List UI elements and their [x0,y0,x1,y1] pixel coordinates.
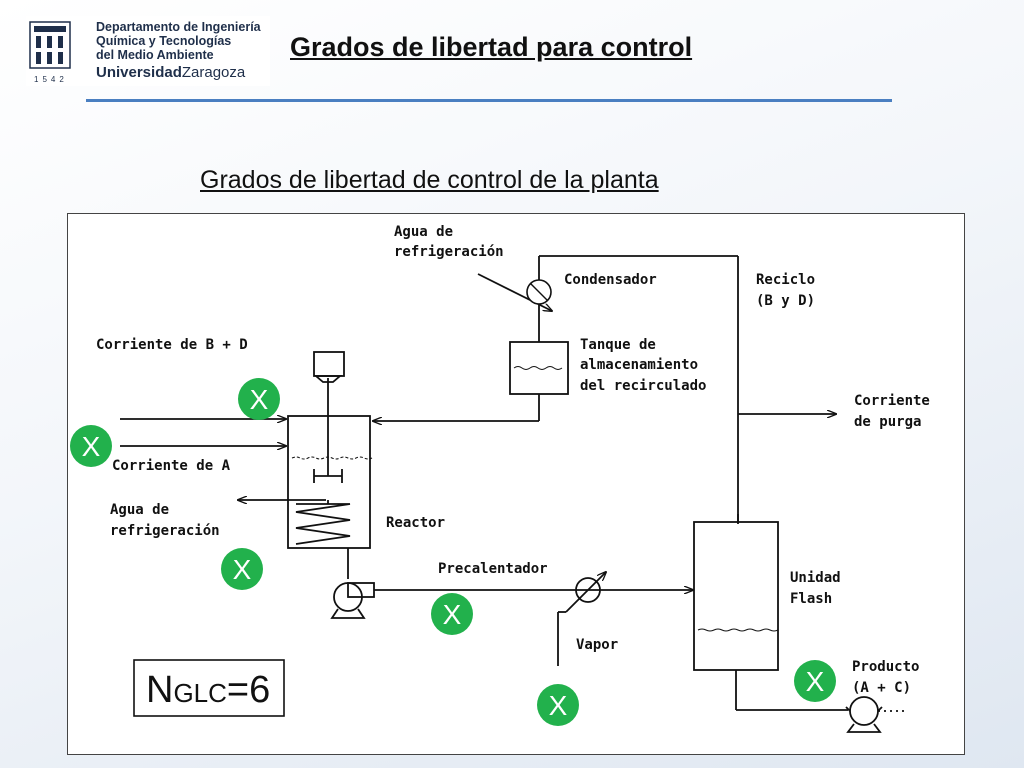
process-diagram: Agua de refrigeración Condensador Recicl… [67,213,965,755]
agitator-motor [313,351,345,377]
preheater-arrow [565,572,606,613]
label-producto-2: (A + C) [852,680,911,696]
dof-marker-cooling-water[interactable]: X [221,548,263,590]
flash-vessel [693,521,779,671]
label-reciclo-1: Reciclo [756,272,815,288]
label-agua-top-1: Agua de [394,224,453,240]
label-precalentador: Precalentador [438,561,548,577]
tank-level [513,366,563,370]
nglc-subscript: GLC [173,678,226,708]
dof-marker-feed-a[interactable]: X [70,425,112,467]
label-tanque-1: Tanque de [580,337,656,353]
agitator-coupling [313,375,343,383]
label-reactor: Reactor [386,515,445,531]
svg-text:NGLC=6: NGLC=6 [146,669,270,711]
dof-marker-steam[interactable]: X [537,684,579,726]
section-subtitle: Grados de libertad de control de la plan… [200,166,659,194]
label-corriente-a: Corriente de A [112,458,231,474]
label-purga-2: de purga [854,414,921,430]
pump-base [330,608,366,619]
preheater [575,577,601,603]
svg-text:X: X [443,599,462,630]
svg-text:X: X [250,384,269,415]
svg-text:X: X [549,690,568,721]
condenser-water-arrow [477,273,552,311]
label-tanque-3: del recirculado [580,378,706,394]
label-agua-top-2: refrigeración [394,244,504,260]
svg-text:X: X [233,554,252,585]
label-purga-1: Corriente [854,393,930,409]
cooling-coil [295,503,351,545]
label-unidad-2: Flash [790,591,832,607]
university-name: UniversidadZaragoza [96,64,246,81]
label-agua-left-2: refrigeración [110,523,220,539]
department-name: Departamento de Ingeniería Química y Tec… [96,20,261,84]
storage-tank [509,341,569,395]
label-tanque-2: almacenamiento [580,357,698,373]
svg-text:1542: 1542 [34,75,68,84]
reactor-vessel [287,415,371,549]
dof-marker-feed-bd[interactable]: X [238,378,280,420]
process-flowsheet: Agua de refrigeración Condensador Recicl… [70,224,930,733]
university-crest-icon: 1542 [29,21,71,84]
label-reciclo-2: (B y D) [756,293,815,309]
nglc-prefix: N [146,669,173,711]
nglc-value: =6 [227,669,270,711]
svg-text:X: X [806,666,825,697]
dof-marker-product[interactable]: X [794,660,836,702]
label-agua-left-1: Agua de [110,502,169,518]
label-producto-1: Producto [852,659,919,675]
label-vapor: Vapor [576,637,618,653]
university-logo: 1542 Departamento de Ingeniería Química … [26,16,270,86]
nglc-box: NGLC=6 [133,659,285,717]
label-condensador: Condensador [564,272,657,288]
reactor-level [291,456,373,460]
flash-level [697,628,779,632]
label-corriente-bd: Corriente de B + D [96,337,248,353]
product-pump-base [846,723,882,733]
svg-text:X: X [82,431,101,462]
label-unidad-1: Unidad [790,570,841,586]
product-pump [849,696,879,726]
dof-marker-pump[interactable]: X [431,593,473,635]
title-divider [86,99,892,102]
page-title: Grados de libertad para control [290,32,693,62]
